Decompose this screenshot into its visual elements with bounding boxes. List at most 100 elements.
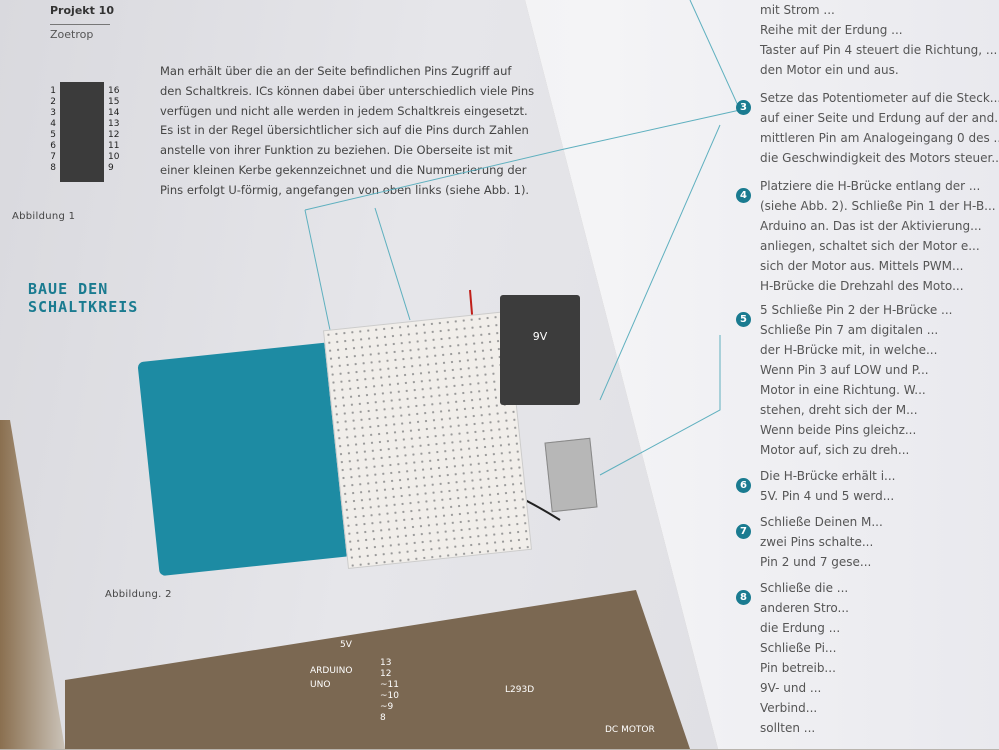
step-line: 5 Schließe Pin 2 der H-Brücke ...: [760, 303, 953, 317]
pin-number: 7: [50, 152, 56, 162]
schematic-pin-label: 13: [380, 658, 392, 668]
step-number-badge: 4: [736, 188, 751, 203]
step-text: Schließe die ... anderen Stro... die Erdun…: [760, 578, 849, 738]
step-line: Pin betreib...: [760, 661, 836, 675]
pin-number: 8: [50, 163, 56, 173]
step-line: den Motor ein und aus.: [760, 63, 899, 77]
battery-illustration: 9V: [500, 295, 580, 405]
step-line: Reihe mit der Erdung ...: [760, 23, 903, 37]
step-line: anliegen, schaltet sich der Motor e...: [760, 239, 980, 253]
step-line: Die H-Brücke erhält i...: [760, 469, 896, 483]
step-line: die Geschwindigkeit des Motors steuer...: [760, 151, 999, 165]
schematic-chip: L293D: [505, 685, 535, 695]
step-number-badge: 3: [736, 100, 751, 115]
paragraph-line: Man erhält über die an der Seite befindl…: [160, 64, 512, 78]
project-label: Projekt 10: [50, 4, 114, 17]
step-line: anderen Stro...: [760, 601, 849, 615]
step-line: Motor auf, sich zu dreh...: [760, 443, 910, 457]
pin-number: 9: [108, 163, 114, 173]
schematic-pin-label: 8: [380, 713, 386, 723]
paragraph-line: den Schaltkreis. ICs können dabei über u…: [160, 83, 535, 98]
figure-2-caption: Abbildung. 2: [105, 589, 172, 600]
step-line: mit Strom ...: [760, 3, 835, 17]
paragraph-line: Es ist in der Regel übersichtlicher sich…: [160, 123, 529, 138]
project-title: Zoetrop: [50, 24, 110, 42]
step-5: 5 5 Schließe Pin 2 der H-Brücke ... Schlie…: [736, 300, 952, 460]
figure-1-caption: Abbildung 1: [12, 211, 76, 222]
paragraph-line: verfügen und nicht alle werden in jedem …: [160, 103, 528, 118]
intro-paragraph: Man erhält über die an der Seite befindl…: [160, 62, 534, 201]
step-text: 5 Schließe Pin 2 der H-Brücke ... Schließ…: [760, 300, 952, 460]
step-number-badge: 5: [736, 312, 751, 327]
pin-number: 15: [108, 97, 120, 107]
paragraph-line: anstelle von ihrer Funktion zu beziehen.…: [160, 143, 513, 158]
step-line: Wenn beide Pins gleichz...: [760, 423, 917, 437]
schematic-uno: UNO: [310, 680, 331, 690]
section-heading: BAUE DEN SCHALTKREIS: [28, 280, 138, 316]
pin-number: 1: [50, 86, 56, 96]
step-line: H-Brücke die Drehzahl des Moto...: [760, 279, 964, 293]
step-7: 7 Schließe Deinen M... zwei Pins schalte..…: [736, 512, 883, 572]
step-line: Schließe die ...: [760, 581, 849, 595]
pin-number: 16: [108, 86, 120, 96]
step-6: 6 Die H-Brücke erhält i... 5V. Pin 4 und 5…: [736, 466, 895, 506]
pin-number: 2: [50, 97, 56, 107]
schematic-pin-label: ~9: [380, 702, 394, 712]
step-line: Schließe Pin 7 am digitalen ...: [760, 323, 939, 337]
step-number-badge: 6: [736, 478, 751, 493]
step-number-badge: 8: [736, 590, 751, 605]
step-line: zwei Pins schalte...: [760, 535, 874, 549]
step-line: Arduino an. Das ist der Aktivierung...: [760, 219, 982, 233]
step-2: mit Strom ... Reihe mit der Erdung ... Tas…: [760, 0, 997, 80]
step-line: auf einer Seite und Erdung auf der and..…: [760, 111, 999, 125]
step-line: 5V. Pin 4 und 5 werd...: [760, 489, 895, 503]
step-8: 8 Schließe die ... anderen Stro... die Erdu…: [736, 578, 849, 738]
step-line: Setze das Potentiometer auf die Steck...: [760, 91, 999, 105]
step-text: Die H-Brücke erhält i... 5V. Pin 4 und 5 …: [760, 466, 895, 506]
heading-line-2: SCHALTKREIS: [28, 298, 139, 316]
pin-number: 5: [50, 130, 56, 140]
step-line: sollten ...: [760, 721, 816, 735]
step-text: Setze das Potentiometer auf die Steck...…: [760, 88, 999, 168]
step-line: Wenn Pin 3 auf LOW und P...: [760, 363, 929, 377]
paragraph-line: Pins erfolgt U-förmig, angefangen von ob…: [160, 182, 530, 197]
step-line: mittleren Pin am Analogeingang 0 des ...: [760, 131, 999, 145]
page-header: Projekt 10 Zoetrop: [50, 4, 114, 42]
pin-number: 14: [108, 108, 120, 118]
schematic-motor: DC MOTOR: [605, 725, 655, 735]
schematic-5v: 5V: [340, 640, 352, 650]
step-line: Platziere die H-Brücke entlang der ...: [760, 179, 981, 193]
pin-number: 4: [50, 119, 56, 129]
step-line: Schließe Deinen M...: [760, 515, 883, 529]
pin-number: 3: [50, 108, 56, 118]
pin-number: 6: [50, 141, 56, 151]
step-line: der H-Brücke mit, in welche...: [760, 343, 938, 357]
step-line: Taster auf Pin 4 steuert die Richtung, .…: [760, 43, 998, 57]
heading-line-1: BAUE DEN: [28, 280, 109, 298]
pin-number: 11: [108, 141, 120, 151]
step-line: 9V- und ...: [760, 681, 822, 695]
battery-label: 9V: [532, 330, 548, 343]
schematic-pin-label: 12: [380, 669, 392, 679]
step-line: Pin 2 und 7 gese...: [760, 555, 872, 569]
ic-chip-illustration: [60, 82, 104, 182]
motor-illustration: [544, 437, 598, 513]
pin-number: 10: [108, 152, 120, 162]
schematic-pin-label: ~11: [380, 680, 399, 690]
step-3: 3 Setze das Potentiometer auf die Steck..…: [736, 88, 999, 168]
step-text: mit Strom ... Reihe mit der Erdung ... Tas…: [760, 0, 997, 80]
step-line: stehen, dreht sich der M...: [760, 403, 918, 417]
step-4: 4 Platziere die H-Brücke entlang der ... (…: [736, 176, 996, 296]
step-number-badge: 7: [736, 524, 751, 539]
schematic-arduino: ARDUINO: [310, 666, 353, 676]
schematic-pin-label: ~10: [380, 691, 399, 701]
pin-number: 13: [108, 119, 120, 129]
step-line: die Erdung ...: [760, 621, 841, 635]
step-line: Schließe Pi...: [760, 641, 837, 655]
step-line: Verbind...: [760, 701, 818, 715]
step-line: (siehe Abb. 2). Schließe Pin 1 der H-B..…: [760, 199, 996, 213]
step-text: Schließe Deinen M... zwei Pins schalte...…: [760, 512, 883, 572]
